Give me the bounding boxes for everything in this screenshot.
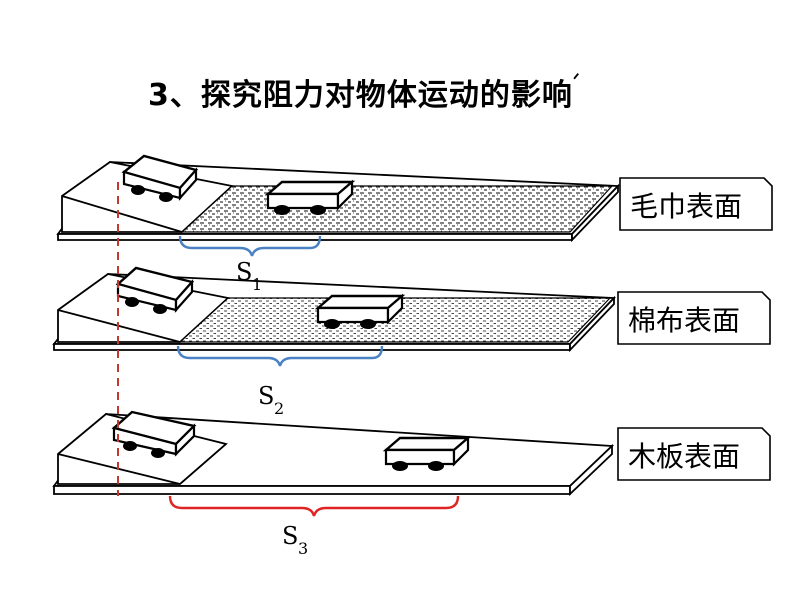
cart-start [115,266,195,314]
distance-brace-s2 [176,345,384,367]
cart-end [382,435,472,471]
distance-subscript: 1 [252,275,262,294]
distance-label-s3: S 3 [282,522,308,558]
title-text: 3、探究阻力对物体运动的影响 [148,78,573,113]
track-wood [52,410,615,517]
label-box-towel: 毛巾表面 [619,177,773,231]
distance-subscript: 2 [274,399,284,418]
distance-label-s2: S 2 [258,382,284,418]
cart-start [111,410,197,458]
track-towel [56,154,621,257]
label-box-cotton: 棉布表面 [617,291,771,345]
distance-letter: S [282,522,298,550]
cart-end [314,293,406,329]
distance-subscript: 3 [298,539,308,558]
cart-end [264,179,356,215]
distance-brace-s3 [168,495,460,517]
distance-letter: S [236,258,252,286]
page-title: 3、探究阻力对物体运动的影响ᐟ [148,70,581,114]
surface-label: 棉布表面 [628,304,740,337]
cart-start [121,154,199,202]
distance-letter: S [258,382,274,410]
distance-label-s1: S 1 [236,258,262,294]
towel-surface [180,185,614,233]
surface-label: 木板表面 [628,440,740,473]
distance-brace-s1 [178,235,322,257]
label-box-wood: 木板表面 [617,427,771,481]
title-mark: ᐟ [572,70,581,89]
track-cotton [52,266,617,367]
surface-label: 毛巾表面 [630,190,742,223]
cotton-surface [178,297,612,343]
